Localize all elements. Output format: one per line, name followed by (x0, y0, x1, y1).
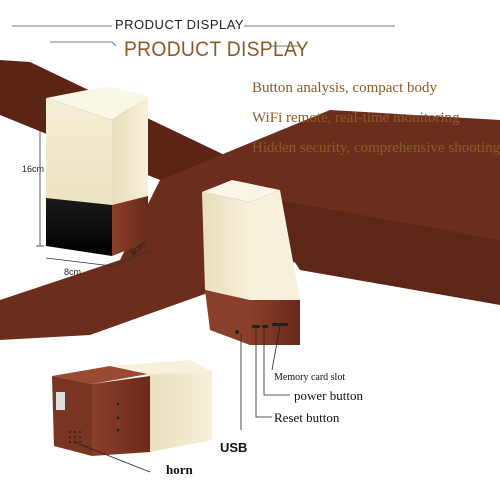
power-button-label: power button (294, 388, 363, 403)
horn-leader (73, 441, 151, 473)
feature-1: Button analysis, compact body (252, 80, 437, 96)
memory-card-slot-label: Memory card slot (274, 372, 346, 383)
lamp-front-view (46, 86, 148, 256)
height-dimension-label: 16cm (22, 164, 45, 174)
page-title: PRODUCT DISPLAY (124, 38, 309, 61)
wood-band-lower (250, 195, 500, 305)
lamp-lying-view (52, 360, 212, 456)
callout-lines (240, 325, 290, 430)
horn-label: horn (166, 462, 193, 477)
usb-label: USB (220, 440, 248, 455)
title-frame (12, 25, 395, 47)
reset-button-label: Reset button (274, 410, 340, 425)
dimension-lines (36, 97, 151, 267)
lamp-angle-view (202, 180, 300, 345)
feature-2: WiFi remote, real-time monitoring (252, 110, 460, 126)
width-dimension-label: 8cm (64, 267, 82, 277)
feature-3: Hidden security, comprehensive shooting (252, 140, 500, 156)
top-title: PRODUCT DISPLAY (115, 17, 245, 32)
